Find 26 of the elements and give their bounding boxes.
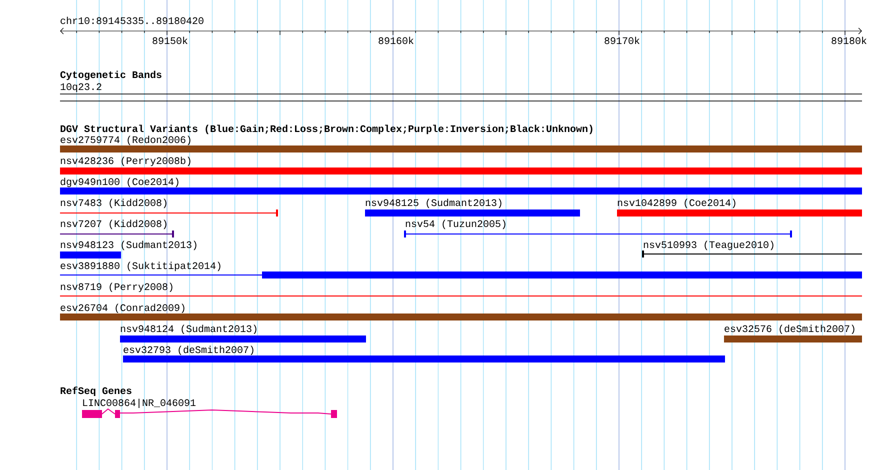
- variant-label: nsv948123 (Sudmant2013): [60, 240, 196, 250]
- variant-label: nsv948124 (Sudmant2013): [120, 324, 256, 334]
- tick-label: 89150k: [152, 36, 188, 44]
- variant-label: esv26704 (Conrad2009): [60, 304, 184, 314]
- track-title: Cytogenetic Bands: [60, 70, 162, 80]
- gene-label: LINC00864|NR_046091: [83, 398, 196, 408]
- position-label: chr10:89145335..89180420: [60, 16, 204, 24]
- variant-label: esv32576 (deSmith2007): [724, 324, 854, 334]
- tick-label: 89170k: [604, 36, 640, 44]
- track-title: RefSeq Genes: [60, 386, 132, 396]
- variant-label: dgv949n100 (Coe2014): [60, 178, 178, 188]
- variant-label: nsv1042899 (Coe2014): [618, 198, 736, 208]
- tick-label: 89160k: [378, 36, 414, 44]
- variant-label: nsv428236 (Perry2008b): [60, 156, 190, 166]
- band-label: 10q23.2: [60, 83, 102, 92]
- variant-label: nsv7483 (Kidd2008): [60, 198, 166, 208]
- variant-label: esv3891880 (Suktitipat2014): [60, 262, 220, 272]
- tick-label: 89180k: [832, 36, 866, 44]
- variant-label: nsv948125 (Sudmant2013): [366, 198, 502, 208]
- variant-label: nsv510993 (Teague2010): [644, 240, 774, 250]
- variant-label: nsv8719 (Perry2008): [60, 282, 172, 292]
- variant-label: esv2759774 (Redon2006): [60, 136, 190, 146]
- variant-label: esv32793 (deSmith2007): [124, 346, 254, 356]
- track-title: DGV Structural Variants (Blue:Gain;Red:Loss;Brown:Complex;Purple:Inversion;Black:Unknown): [60, 124, 592, 134]
- variant-label: nsv7207 (Kidd2008): [60, 220, 166, 230]
- variant-label: nsv54 (Tuzun2005): [406, 220, 506, 230]
